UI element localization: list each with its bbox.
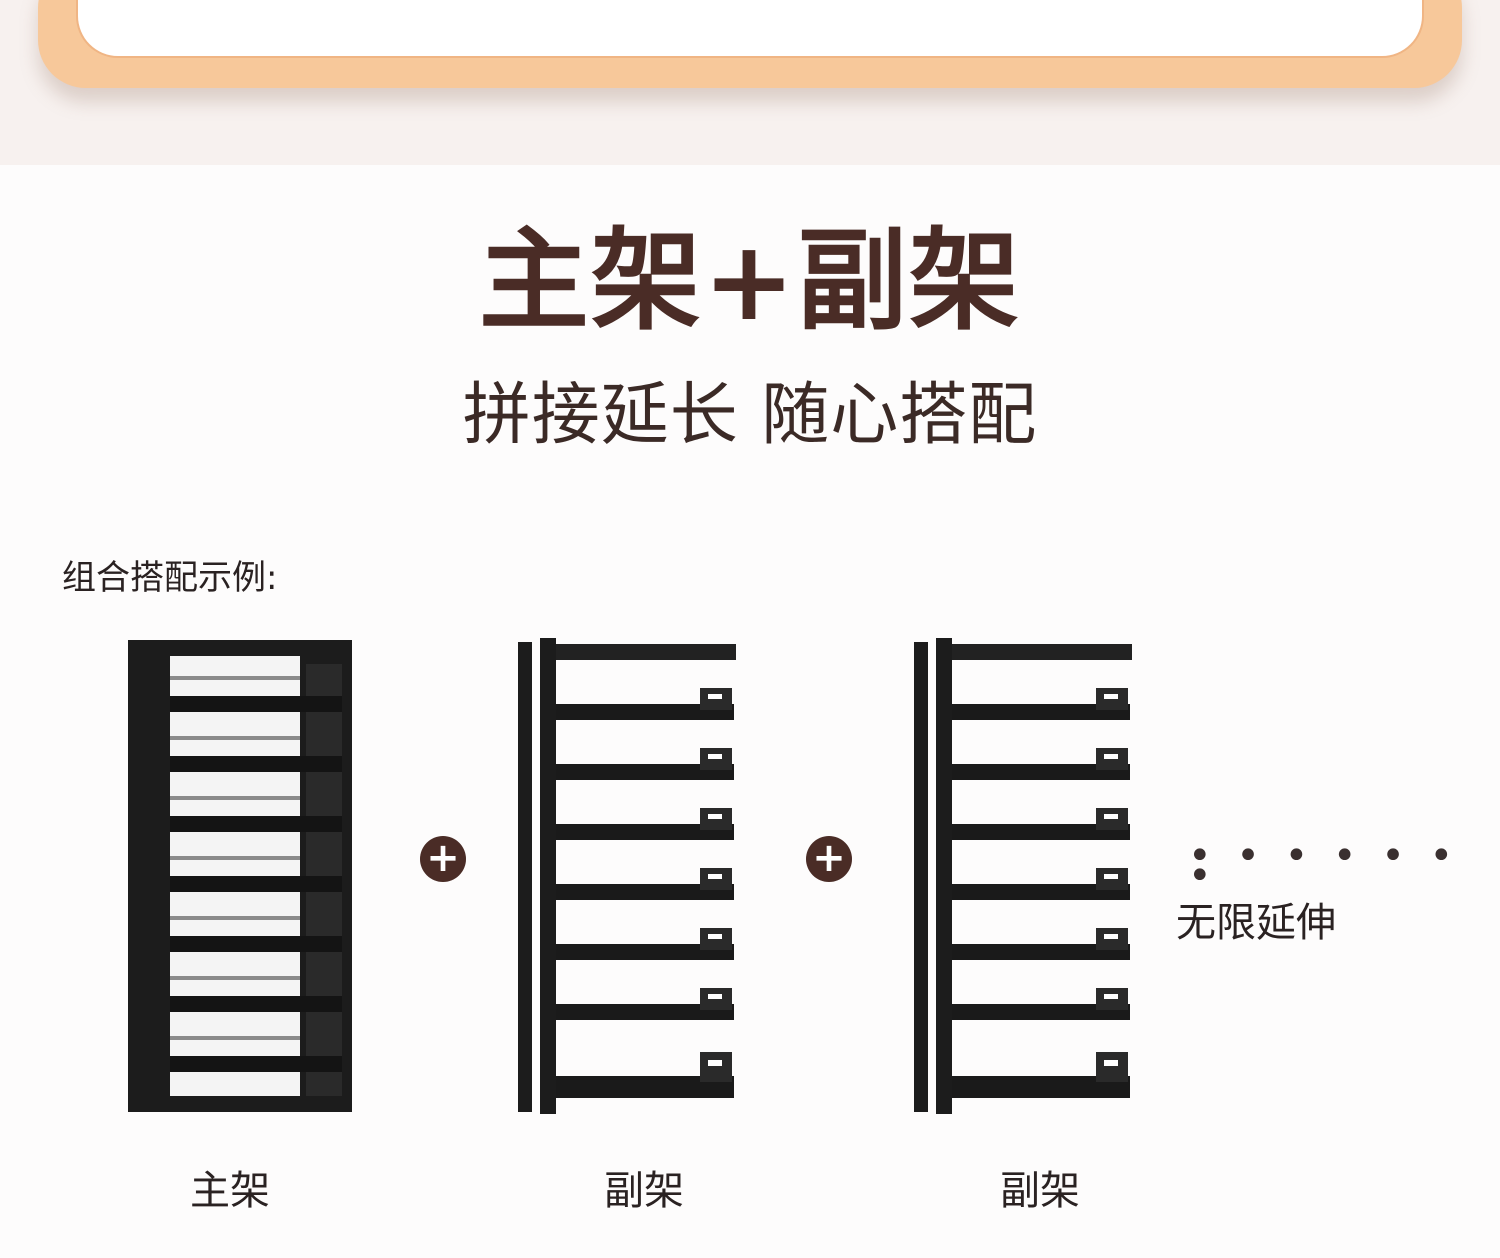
main-shelf-image <box>128 640 352 1112</box>
plus-icon: + <box>420 836 466 882</box>
page-subtitle: 拼接延长 随心搭配 <box>462 376 1038 455</box>
caption-main-shelf: 主架 <box>190 1168 270 1214</box>
extend-label: 无限延伸 <box>1176 900 1336 946</box>
ellipsis-dots: • • • • • • • <box>1188 833 1460 899</box>
caption-sub-shelf-1: 副架 <box>604 1168 684 1214</box>
sub-shelf-image <box>914 638 1132 1114</box>
caption-sub-shelf-2: 副架 <box>1000 1168 1080 1214</box>
example-label: 组合搭配示例: <box>62 558 278 598</box>
page-title: 主架+副架 <box>478 217 1022 345</box>
sub-shelf-image <box>518 638 736 1114</box>
plus-icon: + <box>806 836 852 882</box>
top-card-panel <box>78 0 1422 56</box>
